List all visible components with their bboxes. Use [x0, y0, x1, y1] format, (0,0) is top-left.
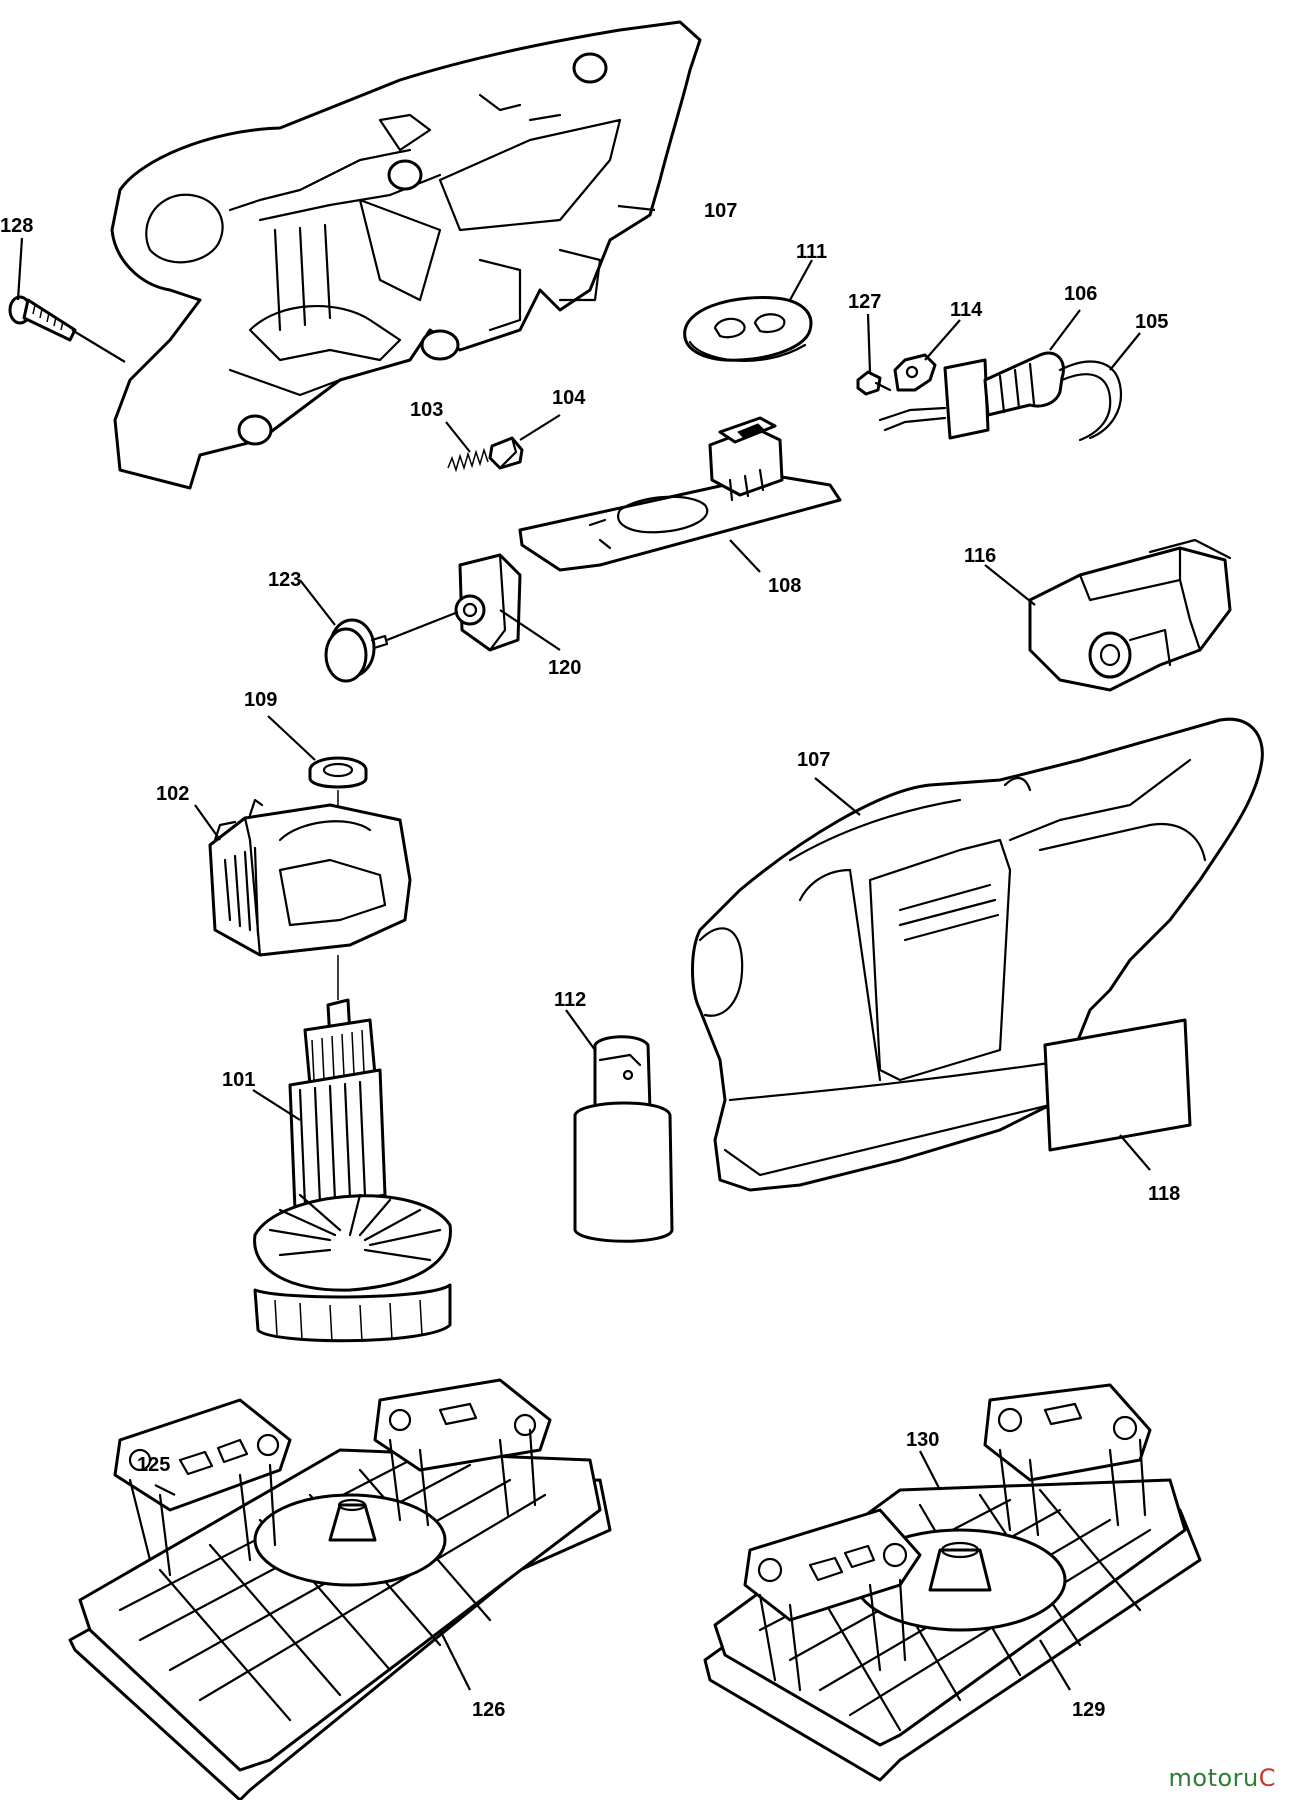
callout-107-top: 107: [704, 200, 737, 222]
callout-101: 101: [222, 1069, 255, 1091]
callout-125: 125: [137, 1454, 170, 1476]
callout-130: 130: [906, 1429, 939, 1451]
motoruf-watermark: motoruC: [1169, 1764, 1277, 1792]
screw-drawing: [8, 295, 77, 342]
power-cord-drawing: [878, 351, 1123, 442]
callout-129: 129: [1072, 1699, 1105, 1721]
callout-127: 127: [848, 291, 881, 313]
cord-clamp-drawing: [856, 353, 937, 396]
watermark-text: motoru: [1168, 1764, 1259, 1792]
speed-control-plate-drawing: [454, 553, 522, 652]
callout-116: 116: [964, 545, 996, 567]
callout-126: 126: [472, 1699, 505, 1721]
leader-lines: [16, 204, 1151, 1691]
sanding-base-right-drawing: [703, 1383, 1202, 1782]
callout-128: 128: [0, 215, 33, 237]
sander-body-drawing: [691, 717, 1264, 1192]
callout-111: 111: [796, 241, 827, 263]
callout-107-body: 107: [797, 749, 830, 771]
callout-112: 112: [554, 989, 586, 1011]
switch-housing-drawing: [1028, 538, 1232, 692]
sanding-base-left-drawing: [68, 1378, 612, 1800]
carbon-brush-drawing: [447, 436, 524, 473]
callout-103: 103: [410, 399, 443, 421]
callout-102: 102: [156, 783, 189, 805]
callout-104: 104: [552, 387, 586, 409]
callout-114: 114: [950, 299, 983, 321]
housing-half-drawing: [110, 20, 702, 490]
grommet-drawing: [683, 296, 813, 362]
callout-106: 106: [1064, 283, 1097, 305]
callout-105: 105: [1135, 311, 1168, 333]
watermark-accent: C: [1258, 1764, 1276, 1792]
callout-118: 118: [1148, 1183, 1180, 1205]
callout-123: 123: [268, 569, 301, 591]
callout-108: 108: [768, 575, 801, 597]
bearing-drawing: [308, 756, 368, 789]
lubricant-bottle-drawing: [573, 1035, 674, 1243]
callout-120: 120: [548, 657, 581, 679]
callout-labels: 128 107 111 127 114 106 105 103 104 108 …: [0, 200, 1180, 1721]
armature-drawing: [253, 998, 452, 1343]
callout-109: 109: [244, 689, 277, 711]
control-knob-drawing: [324, 610, 459, 683]
switch-plate-drawing: [518, 416, 842, 572]
field-coil-drawing: [208, 790, 412, 1000]
